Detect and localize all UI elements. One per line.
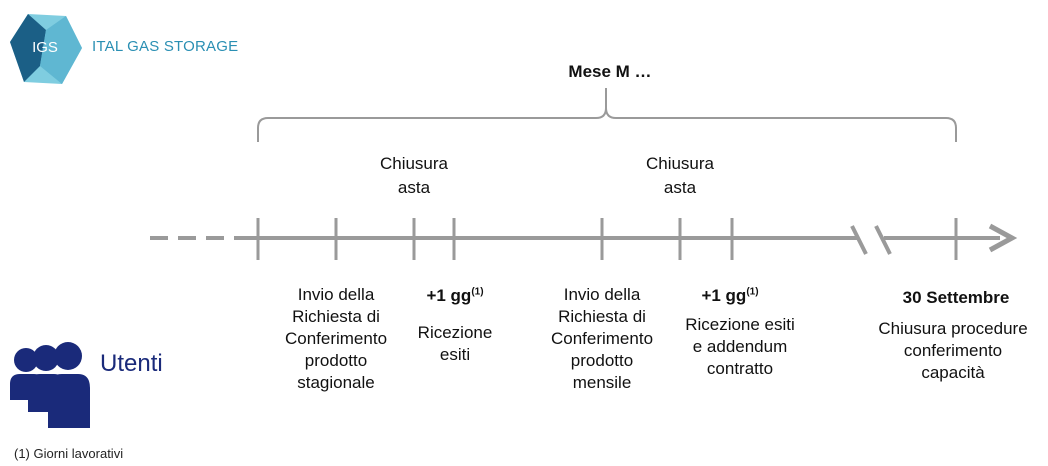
company-name: ITAL GAS STORAGE xyxy=(92,38,239,55)
month-brace xyxy=(257,88,957,142)
end-label: Chiusura procedure conferimento capacità xyxy=(878,319,1028,382)
step-1-label: Invio della Richiesta di Conferimento pr… xyxy=(284,285,388,392)
step-4-day-text: +1 gg xyxy=(701,286,747,305)
step-4-footnote-mark: (1) xyxy=(746,286,759,298)
igs-logo-mark xyxy=(10,14,82,84)
step-2-label: Ricezione esiti xyxy=(417,323,493,364)
step-2-day: +1 gg(1) xyxy=(395,286,515,306)
timeline-break-left xyxy=(850,225,868,255)
step-2-footnote-mark: (1) xyxy=(471,286,484,298)
timeline-break-right xyxy=(874,225,892,255)
step-3-label: Invio della Richiesta di Conferimento pr… xyxy=(550,285,654,392)
closing-label-1: Chiusura asta xyxy=(344,152,484,200)
users-group-icon xyxy=(10,342,90,428)
footnote: (1) Giorni lavorativi xyxy=(14,446,124,461)
step-4-label: Ricezione esiti e addendum contratto xyxy=(685,315,795,378)
step-2-day-text: +1 gg xyxy=(426,286,472,305)
end-date: 30 Settembre xyxy=(902,288,1010,307)
closing-text-1: Chiusura asta xyxy=(379,154,449,197)
closing-label-2: Chiusura asta xyxy=(610,152,750,200)
logo-acronym: IGS xyxy=(32,39,58,56)
closing-text-2: Chiusura asta xyxy=(645,154,715,197)
step-4-day: +1 gg(1) xyxy=(670,286,790,306)
month-label: Mese M … xyxy=(568,62,652,81)
users-label: Utenti xyxy=(100,350,163,377)
timeline-arrow-head xyxy=(988,223,1018,253)
